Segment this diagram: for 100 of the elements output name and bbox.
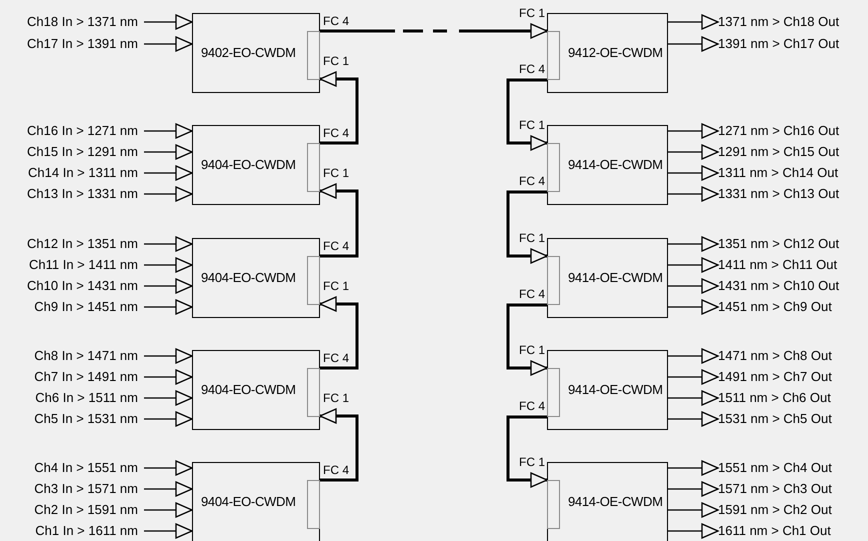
port-label: FC 4 xyxy=(518,174,545,188)
arrow xyxy=(668,123,719,139)
arrow xyxy=(668,278,719,294)
port-label: FC 1 xyxy=(518,343,545,357)
port-label: FC 1 xyxy=(323,279,350,293)
module-box xyxy=(547,125,668,205)
arrow xyxy=(668,36,719,52)
channel-label: 1431 nm > Ch10 Out xyxy=(718,277,866,295)
arrow xyxy=(668,369,719,385)
module-box xyxy=(192,125,320,205)
channel-label: Ch8 In > 1471 nm xyxy=(2,347,144,365)
arrow xyxy=(668,165,719,181)
channel-label: 1491 nm > Ch7 Out xyxy=(718,368,866,386)
channel-label: Ch3 In > 1571 nm xyxy=(2,480,144,498)
arrow xyxy=(668,460,719,476)
arrow xyxy=(506,78,548,151)
arrow xyxy=(319,296,358,370)
arrow xyxy=(144,481,193,497)
arrow xyxy=(144,186,193,202)
arrow xyxy=(668,411,719,427)
channel-label: 1291 nm > Ch15 Out xyxy=(718,143,866,161)
arrow xyxy=(319,183,358,258)
channel-label: 1311 nm > Ch14 Out xyxy=(718,164,866,182)
channel-label: Ch15 In > 1291 nm xyxy=(2,143,144,161)
channel-label: 1271 nm > Ch16 Out xyxy=(718,122,866,140)
port-label: FC 1 xyxy=(323,166,350,180)
arrow xyxy=(319,408,358,482)
module-label: 9404-EO-CWDM xyxy=(201,269,296,288)
channel-label: 1611 nm > Ch1 Out xyxy=(718,522,866,540)
channel-label: Ch1 In > 1611 nm xyxy=(2,522,144,540)
arrow xyxy=(668,523,719,539)
module-label: 9404-EO-CWDM xyxy=(201,493,296,512)
module-label: 9414-OE-CWDM xyxy=(568,269,663,288)
arrow xyxy=(144,257,193,273)
arrow xyxy=(668,390,719,406)
channel-label: Ch2 In > 1591 nm xyxy=(2,501,144,519)
channel-label: Ch16 In > 1271 nm xyxy=(2,122,144,140)
channel-label: Ch13 In > 1331 nm xyxy=(2,185,144,203)
arrow xyxy=(506,304,548,376)
port-label: FC 4 xyxy=(323,351,350,365)
channel-label: Ch5 In > 1531 nm xyxy=(2,410,144,428)
arrow xyxy=(144,14,193,30)
arrow xyxy=(668,348,719,364)
arrow xyxy=(668,14,719,30)
arrow xyxy=(144,278,193,294)
port-label: FC 4 xyxy=(518,287,545,301)
port-label: FC 4 xyxy=(323,463,350,477)
module-label: 9414-OE-CWDM xyxy=(568,381,663,400)
module-box xyxy=(547,13,668,93)
channel-label: 1551 nm > Ch4 Out xyxy=(718,459,866,477)
arrow xyxy=(668,186,719,202)
module-box xyxy=(547,462,668,541)
arrow xyxy=(144,144,193,160)
channel-label: Ch9 In > 1451 nm xyxy=(2,298,144,316)
channel-label: Ch12 In > 1351 nm xyxy=(2,235,144,253)
channel-label: Ch11 In > 1411 nm xyxy=(2,256,144,274)
module-box xyxy=(192,238,320,318)
arrow xyxy=(144,460,193,476)
channel-label: Ch6 In > 1511 nm xyxy=(2,389,144,407)
port-label: FC 1 xyxy=(518,455,545,469)
arrow xyxy=(319,71,358,144)
port-label: FC 4 xyxy=(323,14,350,28)
port-label: FC 4 xyxy=(323,126,350,140)
channel-label: 1351 nm > Ch12 Out xyxy=(718,235,866,253)
arrow xyxy=(144,411,193,427)
arrow xyxy=(668,481,719,497)
channel-label: Ch4 In > 1551 nm xyxy=(2,459,144,477)
arrow xyxy=(144,369,193,385)
dashed-arrow xyxy=(320,23,548,39)
arrow xyxy=(506,416,548,488)
channel-label: 1571 nm > Ch3 Out xyxy=(718,480,866,498)
channel-label: Ch17 In > 1391 nm xyxy=(2,35,144,53)
module-label: 9414-OE-CWDM xyxy=(568,493,663,512)
channel-label: Ch14 In > 1311 nm xyxy=(2,164,144,182)
module-label: 9412-OE-CWDM xyxy=(568,44,663,62)
module-box xyxy=(547,238,668,318)
module-box xyxy=(547,350,668,430)
arrow xyxy=(668,236,719,252)
module-label: 9414-OE-CWDM xyxy=(568,156,663,174)
channel-label: 1591 nm > Ch2 Out xyxy=(718,501,866,519)
module-box xyxy=(192,13,320,93)
port-label: FC 4 xyxy=(323,239,350,253)
module-box xyxy=(192,462,320,541)
channel-label: Ch10 In > 1431 nm xyxy=(2,277,144,295)
arrow xyxy=(668,144,719,160)
port-label: FC 4 xyxy=(518,399,545,413)
module-label: 9404-EO-CWDM xyxy=(201,381,296,400)
channel-label: 1331 nm > Ch13 Out xyxy=(718,185,866,203)
channel-label: 1451 nm > Ch9 Out xyxy=(718,298,866,316)
port-label: FC 1 xyxy=(323,391,350,405)
port-label: FC 1 xyxy=(518,6,545,20)
arrow xyxy=(668,299,719,315)
port-label: FC 1 xyxy=(518,231,545,245)
arrow xyxy=(144,523,193,539)
port-label: FC 1 xyxy=(323,54,350,68)
channel-label: Ch7 In > 1491 nm xyxy=(2,368,144,386)
channel-label: 1371 nm > Ch18 Out xyxy=(718,13,866,31)
arrow xyxy=(144,390,193,406)
channel-label: Ch18 In > 1371 nm xyxy=(2,13,144,31)
module-label: 9402-EO-CWDM xyxy=(201,44,296,62)
